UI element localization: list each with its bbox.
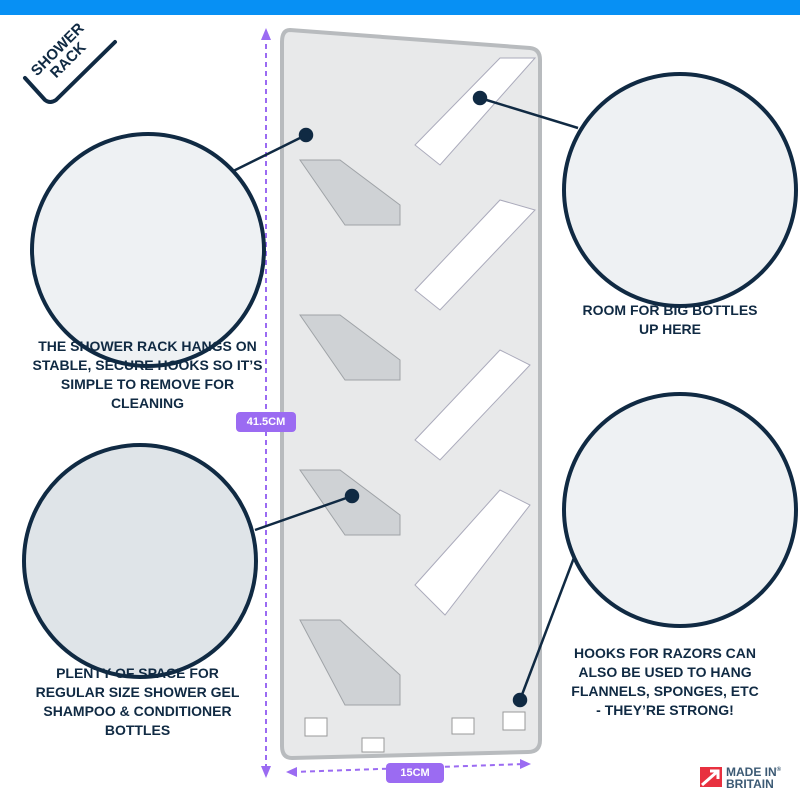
union-flag-arrow-icon <box>700 767 722 787</box>
bottles-detail-photo <box>22 443 258 679</box>
big-bottle-detail-photo <box>562 72 798 308</box>
hooks-detail-photo <box>30 132 266 368</box>
caption-hooks: THE SHOWER RACK HANGS ON STABLE, SECURE … <box>32 338 263 411</box>
height-label: 41.5CM <box>236 412 296 432</box>
caption-space: PLENTY OF SPACE FOR REGULAR SIZE SHOWER … <box>35 665 240 738</box>
badge-line2: BRITAIN <box>726 777 774 791</box>
top-bar <box>0 0 800 15</box>
rack-panel <box>280 27 542 761</box>
logo-bracket-icon <box>23 40 117 104</box>
razor-hooks-detail-photo <box>562 392 798 628</box>
caption-razors: HOOKS FOR RAZORS CAN ALSO BE USED TO HAN… <box>571 645 759 718</box>
width-label: 15CM <box>386 763 444 783</box>
made-in-britain-badge: MADE IN®BRITAIN <box>700 764 781 790</box>
badge-line1: MADE IN <box>726 765 777 779</box>
badge-mark: ® <box>776 767 782 773</box>
width-dimension-line <box>291 763 526 773</box>
caption-bottles: ROOM FOR BIG BOTTLES UP HERE <box>582 302 758 337</box>
